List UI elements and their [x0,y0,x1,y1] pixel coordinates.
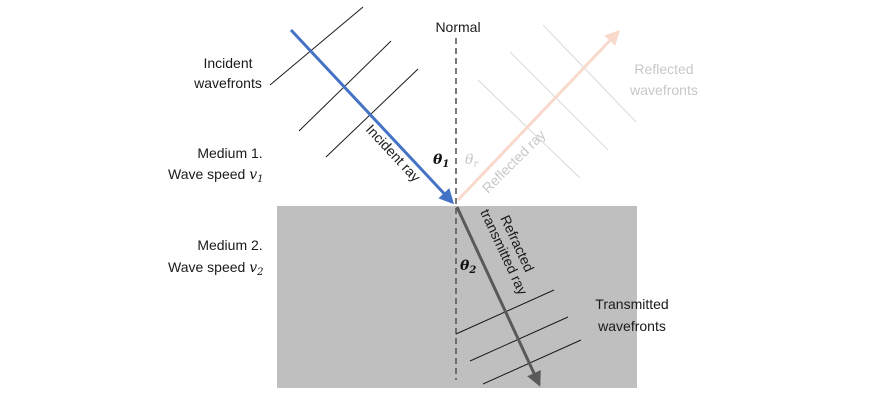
medium-1-label-line1: Medium 1. [197,145,262,161]
reflected-wavefront [509,51,609,151]
incident-ray [289,28,455,205]
incident-ray-label: Incident ray [363,121,424,185]
incident-wavefronts-label-line2: wavefronts [193,75,262,91]
medium-2-label-line2: Wave speed v2 [168,259,264,278]
reflected-wavefronts-label-line1: Reflected [634,61,693,77]
reflected-wavefronts [477,24,637,179]
medium-2-region [277,206,637,388]
reflected-wavefront [477,79,581,179]
reflected-wavefront [542,24,637,123]
transmitted-wavefront [482,339,582,385]
theta-1-label: θ1 [433,152,449,170]
medium-1-label-line2: Wave speed v1 [168,166,264,185]
theta-2-label: θ2 [460,258,476,276]
incident-wavefronts-label-line1: Incident [203,55,252,71]
theta-r-label: θr [465,152,479,170]
reflected-ray-label: Reflected ray [479,126,549,196]
transmitted-wavefronts-label-line2: wavefronts [597,318,666,334]
incident-wavefront [325,68,419,158]
refracted-ray [455,206,541,387]
medium-2-label-line1: Medium 2. [197,237,262,253]
incident-wavefront [269,6,364,86]
transmitted-wavefronts-label-line1: Transmitted [595,296,668,312]
reflected-wavefronts-label-line2: wavefronts [629,82,698,98]
normal-label: Normal [435,19,480,35]
reflected-ray [456,29,621,202]
